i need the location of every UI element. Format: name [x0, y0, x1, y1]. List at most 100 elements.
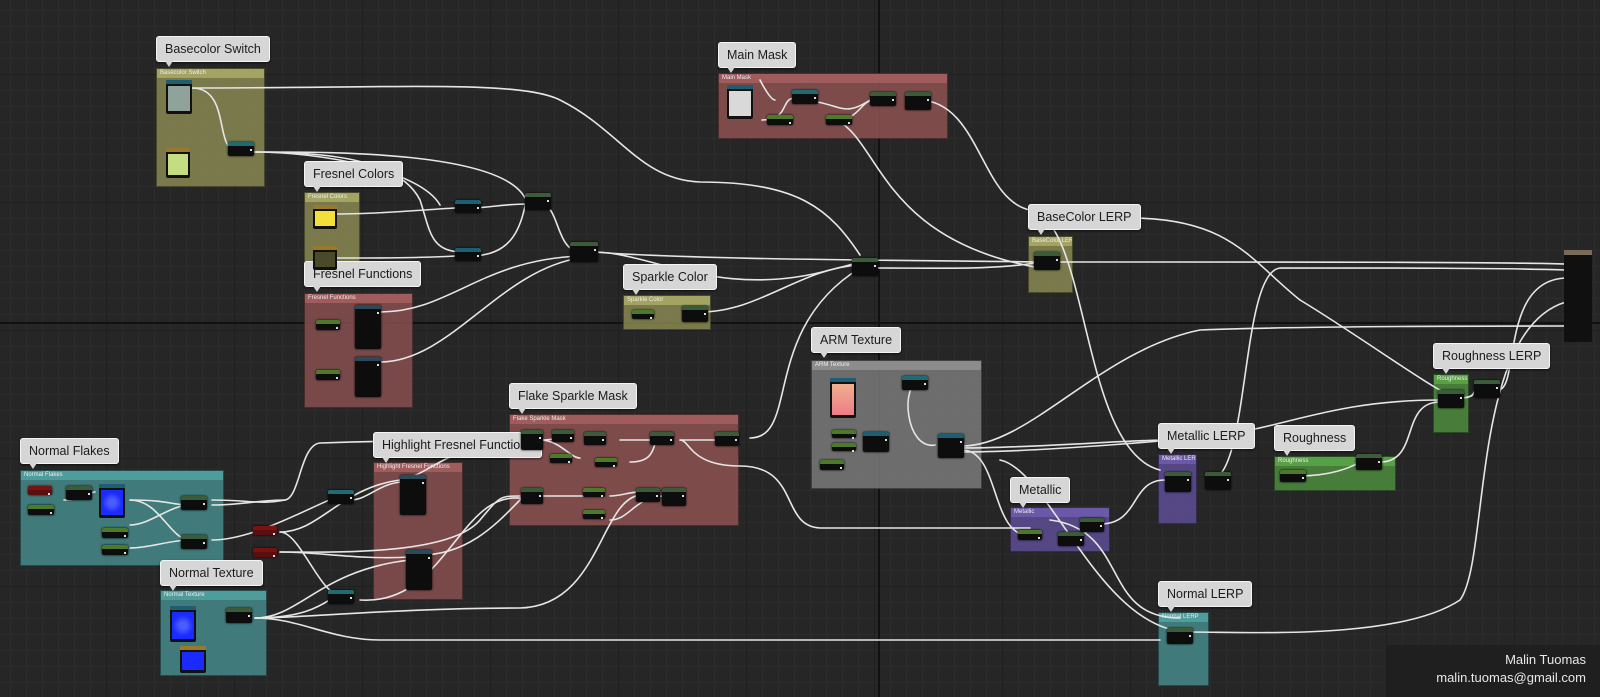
fresnel-function-node[interactable]	[400, 475, 426, 515]
lerp-node[interactable]	[181, 535, 207, 549]
material-output-node[interactable]	[1564, 250, 1592, 342]
comment-flake-sparkle-mask[interactable]: Flake Sparkle Mask	[509, 414, 739, 526]
fresnel-function-node[interactable]	[355, 305, 381, 349]
multiply-node[interactable]	[662, 488, 686, 506]
comment-header: Sparkle Color	[624, 296, 710, 305]
comment-header: Highlight Fresnel Functions	[374, 463, 462, 472]
scalar-node[interactable]	[28, 505, 54, 515]
multiply-node[interactable]	[66, 486, 92, 500]
multiply-node[interactable]	[455, 200, 481, 213]
power-node[interactable]	[636, 488, 660, 502]
comment-header: BaseColor LERP	[1029, 237, 1072, 246]
color-parameter-node[interactable]	[180, 646, 206, 673]
scalar-node[interactable]	[583, 510, 605, 519]
texture-coord-node[interactable]	[521, 488, 543, 504]
multiply-node[interactable]	[552, 430, 574, 442]
add-node[interactable]	[1080, 518, 1104, 532]
comment-header: Basecolor Switch	[157, 69, 264, 78]
comment-bubble-normal-texture[interactable]: Normal Texture	[160, 560, 263, 591]
multiply-node[interactable]	[328, 490, 354, 504]
color-parameter-node[interactable]	[166, 148, 190, 178]
comment-bubble-normal-lerp[interactable]: Normal LERP	[1158, 581, 1253, 612]
lerp-node[interactable]	[1034, 252, 1060, 270]
multiply-node[interactable]	[226, 608, 252, 623]
scalar-node[interactable]	[826, 115, 852, 125]
multiply-node[interactable]	[455, 248, 481, 261]
scalar-node[interactable]	[595, 458, 617, 467]
scalar-node[interactable]	[820, 460, 844, 470]
texture-sample-node[interactable]	[99, 484, 125, 518]
append-node[interactable]	[863, 432, 889, 452]
multiply-node[interactable]	[1058, 532, 1084, 546]
comment-bubble-main-mask[interactable]: Main Mask	[718, 42, 797, 73]
author-email: malin.tuomas@gmail.com	[1436, 670, 1586, 685]
scalar-node[interactable]	[767, 115, 793, 125]
comment-bubble-fresnel-colors[interactable]: Fresnel Colors	[304, 161, 404, 192]
texture-sample-node[interactable]	[830, 378, 856, 418]
comment-bubble-flake-sparkle-mask[interactable]: Flake Sparkle Mask	[509, 383, 637, 414]
scalar-node[interactable]	[316, 370, 340, 380]
scalar-parameter-node[interactable]	[253, 548, 277, 557]
comment-bubble-arm-texture[interactable]: ARM Texture	[811, 327, 902, 358]
power-node[interactable]	[870, 92, 896, 106]
switch-node[interactable]	[228, 142, 254, 156]
comment-header: ARM Texture	[812, 361, 981, 370]
author-credit: Malin Tuomas malin.tuomas@gmail.com	[1386, 645, 1600, 697]
color-parameter-node[interactable]	[313, 246, 337, 270]
color-parameter-node[interactable]	[313, 205, 337, 229]
texture-coord-node[interactable]	[521, 430, 543, 450]
comment-header: Roughness LERP	[1434, 375, 1468, 384]
saturate-node[interactable]	[1205, 472, 1231, 490]
fresnel-function-node[interactable]	[406, 550, 432, 590]
scalar-node[interactable]	[1280, 470, 1306, 482]
multiply-node[interactable]	[328, 590, 354, 604]
scalar-parameter-node[interactable]	[253, 526, 277, 535]
scalar-node[interactable]	[316, 320, 340, 330]
multiply-node[interactable]	[902, 376, 928, 390]
comment-header: Normal Flakes	[21, 471, 223, 480]
lerp-node[interactable]	[1438, 390, 1464, 408]
comment-bubble-basecolor-switch[interactable]: Basecolor Switch	[156, 36, 270, 67]
texture-sample-node[interactable]	[727, 85, 753, 119]
comment-normal-lerp[interactable]: Normal LERP	[1158, 612, 1209, 686]
comment-bubble-metallic-lerp[interactable]: Metallic LERP	[1158, 423, 1255, 454]
clamp-node[interactable]	[715, 432, 739, 446]
scalar-node[interactable]	[832, 430, 856, 439]
multiply-node[interactable]	[682, 306, 708, 322]
texture-sample-node[interactable]	[166, 80, 192, 114]
comment-bubble-highlight-fresnel-functions[interactable]: Highlight Fresnel Functions	[373, 432, 543, 463]
texture-sample-node[interactable]	[170, 606, 196, 642]
lerp-node[interactable]	[570, 242, 598, 262]
comment-bubble-basecolor-lerp[interactable]: BaseColor LERP	[1028, 204, 1141, 235]
scalar-node[interactable]	[632, 310, 654, 319]
comment-header: Fresnel Functions	[305, 294, 412, 303]
scalar-node[interactable]	[102, 528, 128, 538]
comment-bubble-roughness[interactable]: Roughness	[1274, 425, 1356, 456]
multiply-node[interactable]	[181, 496, 207, 510]
lerp-node[interactable]	[525, 193, 551, 210]
saturate-node[interactable]	[1474, 380, 1500, 398]
add-node[interactable]	[852, 258, 878, 276]
break-out-node[interactable]	[938, 434, 964, 458]
scalar-parameter-node[interactable]	[28, 486, 52, 495]
saturate-node[interactable]	[905, 92, 931, 110]
comment-bubble-metallic[interactable]: Metallic	[1010, 477, 1071, 508]
scalar-node[interactable]	[583, 488, 605, 497]
add-node[interactable]	[584, 432, 606, 445]
comment-bubble-normal-flakes[interactable]: Normal Flakes	[20, 438, 119, 469]
scalar-node[interactable]	[550, 454, 572, 463]
fresnel-function-node[interactable]	[355, 357, 381, 397]
scalar-node[interactable]	[1018, 530, 1042, 540]
comment-header: Metallic LERP	[1159, 455, 1196, 464]
comment-header: Roughness	[1275, 457, 1395, 466]
comment-bubble-sparkle-color[interactable]: Sparkle Color	[623, 264, 717, 295]
lerp-node[interactable]	[1167, 628, 1193, 644]
scalar-node[interactable]	[102, 545, 128, 555]
multiply-node[interactable]	[792, 90, 818, 104]
scalar-node[interactable]	[832, 443, 856, 452]
multiply-node[interactable]	[650, 432, 674, 445]
comment-bubble-roughness-lerp[interactable]: Roughness LERP	[1433, 343, 1551, 374]
lerp-node[interactable]	[1165, 472, 1191, 492]
multiply-node[interactable]	[1356, 454, 1382, 470]
